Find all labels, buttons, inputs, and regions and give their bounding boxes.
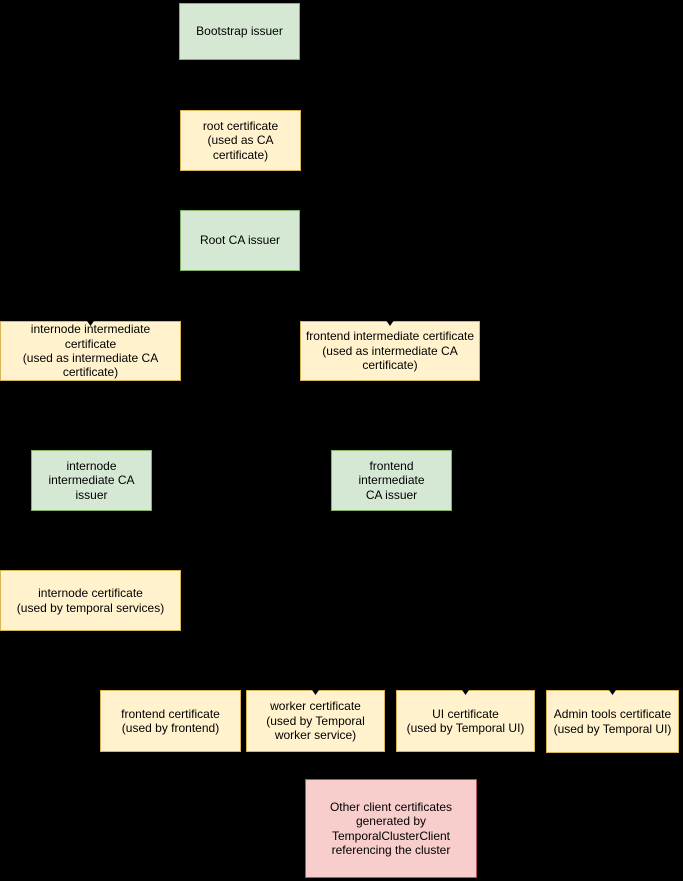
node-label: internode intermediate certificate (used…: [22, 322, 159, 380]
node-bootstrap-issuer: Bootstrap issuer: [179, 3, 300, 60]
node-label: Admin tools certificate (used by Tempora…: [553, 707, 672, 736]
node-root-ca-issuer: Root CA issuer: [180, 210, 300, 271]
node-ui-certificate: UI certificate (used by Temporal UI): [396, 687, 535, 752]
node-label: worker certificate (used by Temporal wor…: [266, 699, 365, 743]
arrowhead-icon: [460, 687, 471, 695]
node-label: Other client certificates generated by T…: [329, 799, 453, 857]
node-root-certificate: root certificate (used as CA certificate…: [180, 110, 301, 171]
node-label: internode intermediate CA issuer: [48, 458, 135, 502]
node-frontend-certificate: frontend certificate (used by frontend): [100, 690, 241, 752]
node-label: Bootstrap issuer: [196, 24, 283, 39]
node-worker-certificate: worker certificate (used by Temporal wor…: [246, 687, 385, 752]
arrowhead-icon: [384, 318, 396, 326]
arrowhead-icon: [607, 687, 618, 695]
node-internode-intermediate-ca-issuer: internode intermediate CA issuer: [31, 450, 152, 511]
node-label: frontend intermediate CA issuer: [358, 458, 425, 502]
node-internode-intermediate-certificate: internode intermediate certificate (used…: [0, 318, 181, 381]
node-label: UI certificate (used by Temporal UI): [406, 706, 525, 735]
node-frontend-intermediate-certificate: frontend intermediate certificate (used …: [300, 318, 480, 381]
node-label: frontend certificate (used by frontend): [121, 706, 220, 735]
arrowhead-icon: [310, 687, 321, 695]
node-frontend-intermediate-ca-issuer: frontend intermediate CA issuer: [331, 450, 452, 511]
node-label: Root CA issuer: [199, 233, 281, 248]
node-other-client-certificates: Other client certificates generated by T…: [305, 779, 477, 878]
node-label: frontend intermediate certificate (used …: [305, 329, 475, 373]
node-label: internode certificate (used by temporal …: [16, 586, 165, 615]
node-admin-tools-certificate: Admin tools certificate (used by Tempora…: [546, 687, 679, 753]
node-internode-certificate: internode certificate (used by temporal …: [0, 570, 181, 631]
node-label: root certificate (used as CA certificate…: [202, 118, 279, 162]
arrowhead-icon: [85, 318, 96, 326]
